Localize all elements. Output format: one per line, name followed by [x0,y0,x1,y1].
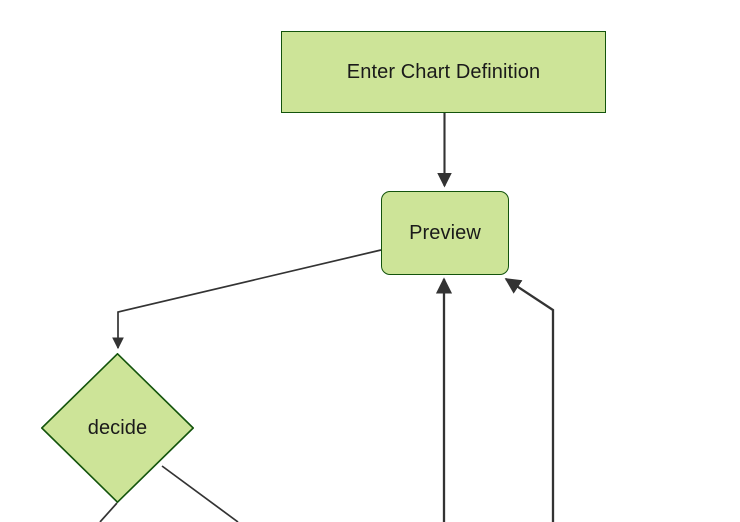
diamond-shape [41,353,194,503]
node-preview[interactable]: Preview [381,191,509,275]
node-decide[interactable]: decide [41,353,194,503]
node-label: decide [87,417,148,439]
node-label: Preview [409,222,481,244]
edge-decide-out-right [161,465,239,522]
node-enter-chart-definition[interactable]: Enter Chart Definition [281,31,606,113]
node-label: Enter Chart Definition [346,61,541,83]
edge-return-right-to-preview [504,278,555,522]
edge-decide-out-left [99,502,118,522]
edge-preview-to-decide [112,249,382,350]
